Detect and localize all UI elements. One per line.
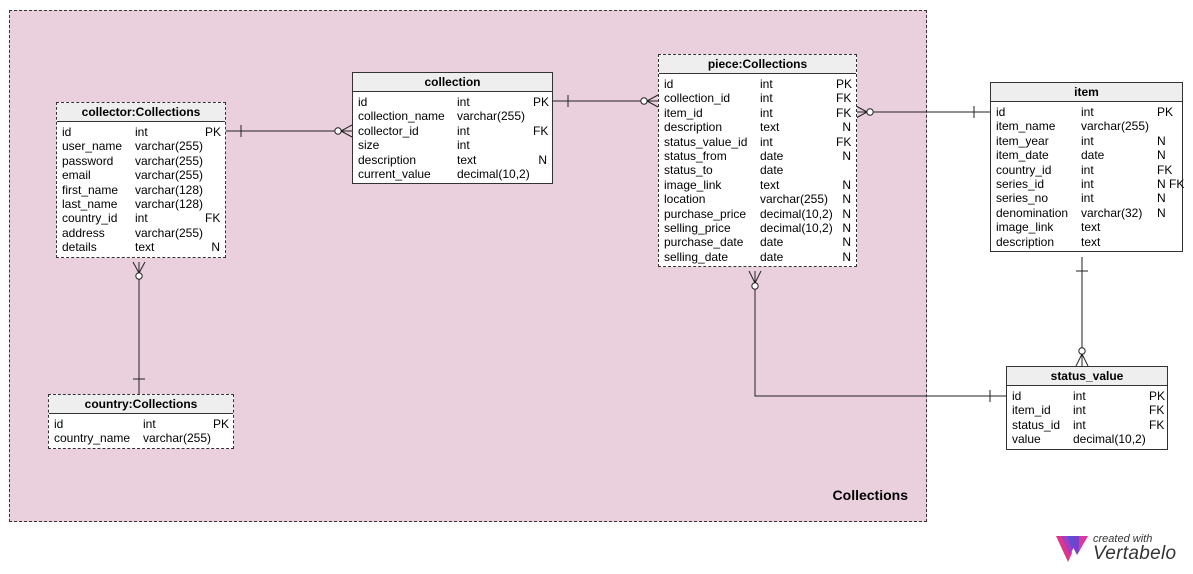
table-title: collection xyxy=(353,73,552,92)
logo-created-with: created with xyxy=(1093,533,1153,545)
rel-status-value-piece xyxy=(748,270,1006,402)
logo-brand-name: Vertabelo xyxy=(1093,543,1177,564)
rel-collection-piece xyxy=(552,94,659,108)
rel-item-status-value xyxy=(1075,257,1089,367)
table-title: country:Collections xyxy=(49,395,233,414)
vertabelo-logo: created with Vertabelo xyxy=(1055,533,1185,565)
rel-country-collector xyxy=(132,261,146,394)
table-title: status_value xyxy=(1007,367,1167,386)
rel-collector-collection xyxy=(225,124,353,138)
table-title: piece:Collections xyxy=(659,55,856,74)
table-title: collector:Collections xyxy=(57,103,225,122)
subject-area-label: Collections xyxy=(832,487,908,503)
vertabelo-logo-icon xyxy=(1056,536,1088,562)
table-title: item xyxy=(991,83,1182,102)
rel-item-piece xyxy=(855,105,990,119)
